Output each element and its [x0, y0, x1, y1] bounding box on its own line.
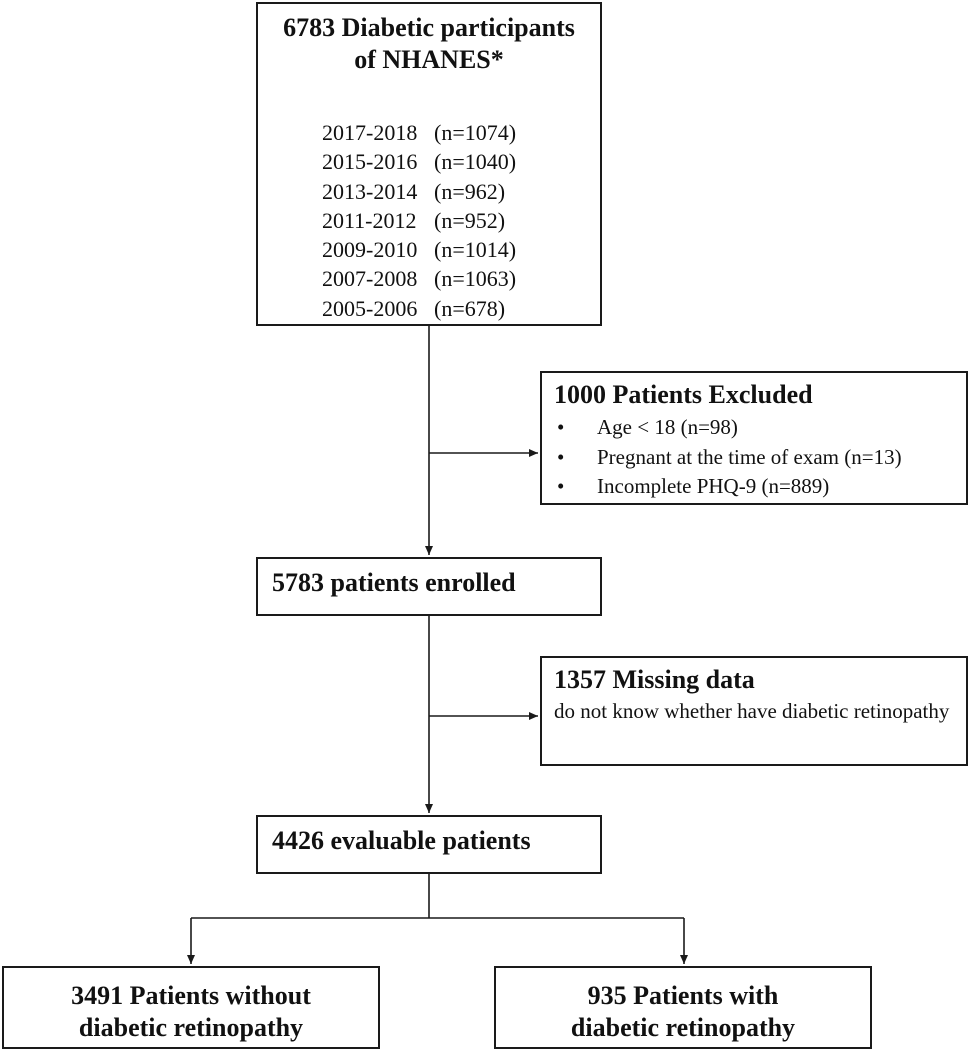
cycle-years: 2013-2014 [322, 178, 418, 204]
exclusion-item: • Incomplete PHQ-9 (n=889) [554, 472, 966, 502]
evaluable-box: 4426 evaluable patients [256, 815, 602, 874]
exclusion-text: Incomplete PHQ-9 (n=889) [597, 474, 830, 498]
cycle-years: 2017-2018 [322, 120, 418, 145]
bullet-icon: • [557, 474, 565, 498]
bullet-icon: • [557, 415, 565, 439]
cycle-years: 2011-2012 [322, 207, 417, 233]
without-dr-box: 3491 Patients without diabetic retinopat… [2, 966, 380, 1049]
cycle-count: (n=1040) [434, 149, 517, 175]
enrolled-title: 5783 patients enrolled [272, 568, 516, 597]
cycle-count: (n=678) [434, 295, 506, 321]
cycle-count: (n=1063) [434, 266, 517, 292]
bullet-icon: • [557, 444, 565, 469]
without-dr-line2: diabetic retinopathy [78, 1013, 304, 1042]
cycle-item: 2005-2006 (n=678) [322, 294, 600, 323]
exclusion-item: • Age < 18 (n=98) [554, 413, 966, 443]
source-title-line2: of NHANES* [354, 45, 504, 74]
cycle-item: 2009-2010 (n=1014) [322, 235, 600, 264]
exclusion-text: Pregnant at the time of exam (n=13) [597, 444, 902, 469]
exclusion-item: • Pregnant at the time of exam (n=13) [554, 443, 966, 473]
cycle-years: 2015-2016 [322, 149, 418, 175]
cycle-item: 2015-2016 (n=1040) [322, 147, 600, 176]
with-dr-line1: 935 Patients with [587, 981, 779, 1010]
excluded-box: 1000 Patients Excluded • Age < 18 (n=98) … [540, 371, 968, 505]
enrolled-box: 5783 patients enrolled [256, 557, 602, 616]
cycle-count: (n=1014) [434, 237, 517, 263]
with-dr-line2: diabetic retinopathy [570, 1013, 796, 1042]
source-title: 6783 Diabetic participants of NHANES* [258, 12, 600, 76]
exclusion-text: Age < 18 (n=98) [597, 415, 738, 439]
cycle-item: 2011-2012 (n=952) [322, 206, 600, 235]
cycle-count: (n=952) [434, 207, 506, 233]
exclusion-list: • Age < 18 (n=98) • Pregnant at the time o… [554, 413, 966, 502]
without-dr-title: 3491 Patients without diabetic retinopat… [4, 980, 378, 1044]
evaluable-title: 4426 evaluable patients [272, 826, 531, 855]
source-title-line1: 6783 Diabetic participants [283, 13, 575, 42]
cycle-years: 2005-2006 [322, 295, 418, 321]
cycle-count: (n=962) [434, 178, 506, 204]
cycle-item: 2017-2018 (n=1074) [322, 118, 600, 147]
cycle-count: (n=1074) [434, 120, 517, 145]
missing-description: do not know whether have diabetic retino… [554, 699, 950, 723]
with-dr-title: 935 Patients with diabetic retinopathy [496, 980, 870, 1044]
with-dr-box: 935 Patients with diabetic retinopathy [494, 966, 872, 1049]
cycle-item: 2007-2008 (n=1063) [322, 264, 600, 293]
missing-box: 1357 Missing data do not know whether ha… [540, 656, 968, 766]
missing-title: 1357 Missing data [554, 665, 755, 694]
cycle-list: 2017-2018 (n=1074) 2015-2016 (n=1040) 2013… [258, 118, 600, 323]
cycle-years: 2007-2008 [322, 266, 418, 292]
source-box: 6783 Diabetic participants of NHANES* 20… [256, 2, 602, 326]
excluded-title: 1000 Patients Excluded [554, 380, 813, 409]
without-dr-line1: 3491 Patients without [71, 981, 311, 1010]
cycle-years: 2009-2010 [322, 237, 418, 263]
cycle-item: 2013-2014 (n=962) [322, 177, 600, 206]
